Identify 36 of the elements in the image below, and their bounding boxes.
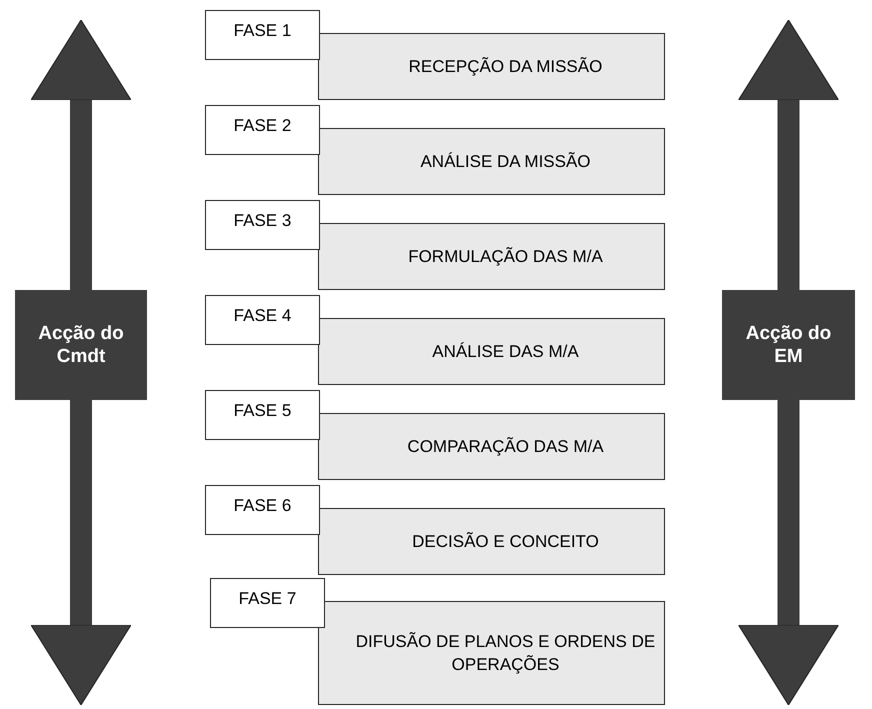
box-label: DECISÃO E CONCEITO [412, 531, 599, 553]
phase-box [318, 128, 665, 195]
box-label: FASE 3 [234, 211, 292, 231]
phase-box [318, 33, 665, 100]
box-label: Acção do Cmdt [37, 322, 125, 368]
box-label: FASE 7 [238, 589, 296, 609]
phase-tag [205, 485, 320, 535]
box-label: DIFUSÃO DE PLANOS E ORDENS DE OPERAÇÕES [354, 631, 656, 676]
box-label: ANÁLISE DAS M/A [432, 341, 579, 363]
phase-tag [210, 578, 325, 628]
box-label: COMPARAÇÃO DAS M/A [407, 436, 604, 458]
box-label: ANÁLISE DA MISSÃO [420, 151, 591, 173]
box-label: FASE 2 [234, 116, 292, 136]
action-box [722, 290, 855, 400]
box-label: FASE 1 [234, 21, 292, 41]
box-label: FORMULAÇÃO DAS M/A [408, 246, 603, 268]
phase-tag [205, 105, 320, 155]
phase-tag [205, 390, 320, 440]
phase-box [318, 223, 665, 290]
box-label: FASE 6 [234, 496, 292, 516]
box-label: RECEPÇÃO DA MISSÃO [408, 56, 602, 78]
phase-tag [205, 200, 320, 250]
box-label: Acção do EM [744, 322, 832, 368]
phase-box [318, 413, 665, 480]
phase-box [318, 601, 665, 705]
arrow [30, 20, 132, 290]
phase-box [318, 318, 665, 385]
action-box [15, 290, 147, 400]
arrow [738, 20, 839, 290]
phase-tag [205, 10, 320, 60]
box-label: FASE 4 [234, 306, 292, 326]
arrow [738, 400, 839, 706]
box-label: FASE 5 [234, 401, 292, 421]
phase-tag [205, 295, 320, 345]
arrow [30, 400, 132, 706]
phase-box [318, 508, 665, 575]
